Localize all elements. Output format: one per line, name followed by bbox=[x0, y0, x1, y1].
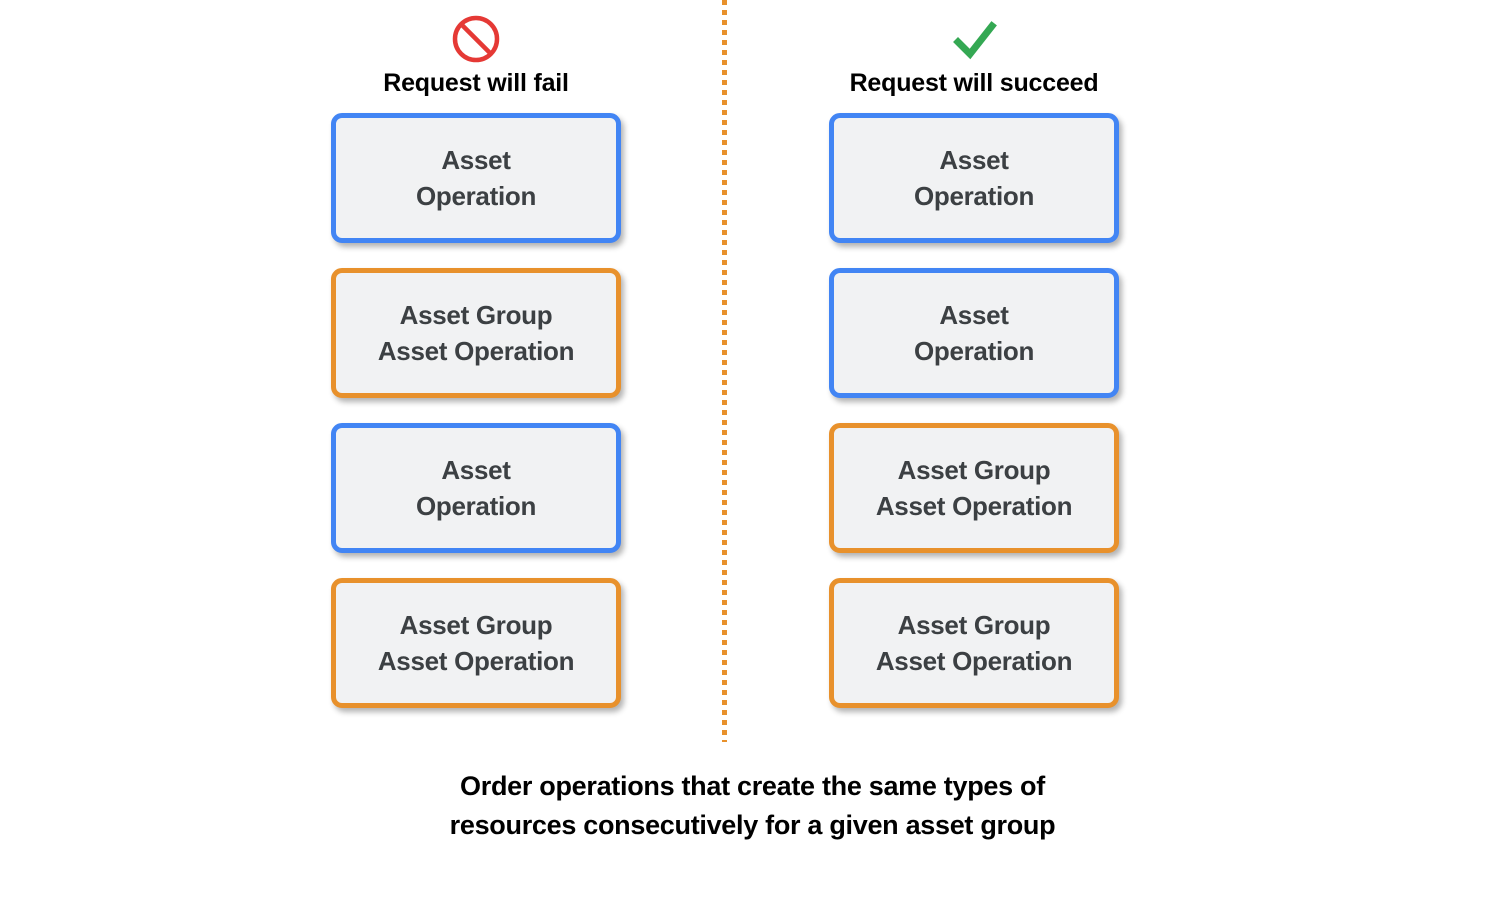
check-icon bbox=[953, 21, 997, 60]
box-line-1: Asset Group bbox=[897, 610, 1051, 640]
box-line-1: Asset bbox=[939, 300, 1009, 330]
column-header-fail: Request will fail bbox=[296, 14, 656, 98]
box-asset-operation[interactable]: Asset Operation bbox=[331, 113, 621, 243]
column-divider-dotted-line bbox=[722, 0, 727, 742]
box-line-2: Asset Operation bbox=[875, 491, 1073, 521]
box-line-2: Operation bbox=[913, 336, 1035, 366]
box-asset-group-asset-operation[interactable]: Asset Group Asset Operation bbox=[829, 578, 1119, 708]
box-line-2: Operation bbox=[415, 491, 537, 521]
column-header-label-succeed: Request will succeed bbox=[849, 69, 1099, 97]
box-line-2: Operation bbox=[415, 181, 537, 211]
box-asset-operation[interactable]: Asset Operation bbox=[829, 268, 1119, 398]
box-stack-fail: Asset Operation Asset Group Asset Operat… bbox=[331, 113, 621, 733]
box-line-2: Operation bbox=[913, 181, 1035, 211]
box-line-2: Asset Operation bbox=[377, 646, 575, 676]
box-stack-succeed: Asset Operation Asset Operation Asset Gr… bbox=[829, 113, 1119, 733]
box-asset-group-asset-operation[interactable]: Asset Group Asset Operation bbox=[829, 423, 1119, 553]
box-asset-group-asset-operation[interactable]: Asset Group Asset Operation bbox=[331, 268, 621, 398]
box-line-1: Asset Group bbox=[399, 300, 553, 330]
box-line-1: Asset bbox=[939, 145, 1009, 175]
caption-line-2: resources consecutively for a given asse… bbox=[449, 810, 1056, 840]
box-line-1: Asset bbox=[441, 455, 511, 485]
caption-line-1: Order operations that create the same ty… bbox=[460, 771, 1045, 801]
box-asset-operation[interactable]: Asset Operation bbox=[331, 423, 621, 553]
box-line-2: Asset Operation bbox=[377, 336, 575, 366]
column-header-succeed: Request will succeed bbox=[794, 14, 1154, 98]
column-header-label-fail: Request will fail bbox=[383, 69, 569, 97]
box-line-1: Asset bbox=[441, 145, 511, 175]
prohibition-icon bbox=[452, 15, 500, 63]
box-line-1: Asset Group bbox=[399, 610, 553, 640]
box-asset-operation[interactable]: Asset Operation bbox=[829, 113, 1119, 243]
box-asset-group-asset-operation[interactable]: Asset Group Asset Operation bbox=[331, 578, 621, 708]
box-line-2: Asset Operation bbox=[875, 646, 1073, 676]
diagram-caption: Order operations that create the same ty… bbox=[0, 767, 1505, 845]
box-line-1: Asset Group bbox=[897, 455, 1051, 485]
